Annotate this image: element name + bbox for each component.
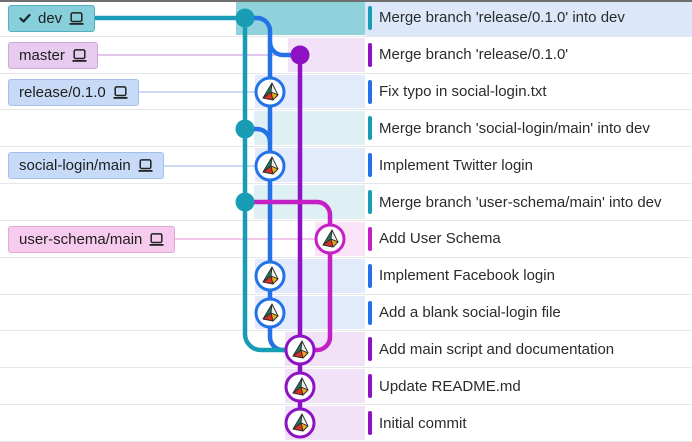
commit-node-dot[interactable] [235,119,255,139]
branch-label-dev[interactable]: dev [8,5,96,32]
commit-node-avatar[interactable] [284,407,316,439]
commit-message: Implement Facebook login [379,267,555,285]
commit-message: Merge branch 'release/0.1.0' into dev [379,9,625,27]
commit-message-cell[interactable]: Initial commit [365,405,692,441]
commit-color-bar [368,226,372,251]
commit-row[interactable]: Update README.md [0,368,692,406]
commit-message-cell[interactable]: Add main script and documentation [365,331,692,367]
commit-color-bar [368,153,372,178]
commit-color-bar [368,337,372,362]
computer-icon [69,12,84,25]
commit-node-avatar[interactable] [254,260,286,292]
commit-color-bar [368,5,372,30]
branch-label-release[interactable]: release/0.1.0 [8,79,139,106]
commit-message-cell[interactable]: Merge branch 'social-login/main' into de… [365,110,692,146]
branch-label-text: user-schema/main [19,231,143,248]
panel-top-border [0,0,692,2]
branch-color-band [254,185,365,219]
commit-node-avatar[interactable] [254,150,286,182]
commit-message-cell[interactable]: Merge branch 'release/0.1.0' [365,37,692,73]
branch-color-band [254,111,365,146]
commit-node-dot[interactable] [235,8,255,28]
commit-row[interactable]: Merge branch 'user-schema/main' into dev [0,184,692,221]
commit-message: Add a blank social-login file [379,304,561,322]
commit-node-avatar[interactable] [284,371,316,403]
commit-color-bar [368,374,372,399]
commit-message: Implement Twitter login [379,156,533,174]
commit-color-bar [368,263,372,288]
computer-icon [72,49,87,62]
branch-label-text: release/0.1.0 [19,84,106,101]
commit-message: Initial commit [379,414,467,432]
computer-icon [138,159,153,172]
branch-label-text: dev [38,10,63,27]
commit-message: Add main script and documentation [379,340,615,358]
commit-message: Merge branch 'release/0.1.0' [379,46,569,64]
commit-node-avatar[interactable] [254,76,286,108]
commit-row[interactable]: Merge branch 'social-login/main' into de… [0,110,692,148]
commit-row[interactable]: Add a blank social-login file [0,295,692,332]
commit-message-cell[interactable]: Implement Facebook login [365,258,692,294]
commit-node-dot[interactable] [290,45,310,65]
commit-node-dot[interactable] [235,192,255,212]
branch-label-text: master [19,47,65,64]
commit-message-cell[interactable]: Fix typo in social-login.txt [365,74,692,110]
commit-message: Update README.md [379,377,521,395]
branch-label-user-schema[interactable]: user-schema/main [8,226,176,253]
commit-color-bar [368,190,372,215]
commit-message-cell[interactable]: Update README.md [365,368,692,404]
commit-message: Merge branch 'social-login/main' into de… [379,119,650,137]
commit-message-cell[interactable]: Add a blank social-login file [365,295,692,331]
commit-message: Merge branch 'user-schema/main' into dev [379,193,662,211]
commit-message: Fix typo in social-login.txt [379,83,547,101]
commit-row[interactable]: Merge branch 'release/0.1.0' [0,37,692,74]
commit-row[interactable]: Add main script and documentation [0,331,692,369]
branch-label-text: social-login/main [19,157,131,174]
computer-icon [113,86,128,99]
commit-row[interactable]: Merge branch 'release/0.1.0' into dev [0,0,692,37]
commit-color-bar [368,411,372,436]
commit-row[interactable]: Implement Facebook login [0,258,692,295]
commit-message-cell[interactable]: Add User Schema [365,221,692,257]
branch-label-master[interactable]: master [8,42,98,69]
branch-color-band [236,1,365,35]
branch-label-social-login[interactable]: social-login/main [8,152,164,179]
commit-message-cell[interactable]: Merge branch 'user-schema/main' into dev [365,184,692,220]
checkmark-icon [19,13,31,23]
commit-color-bar [368,300,372,325]
computer-icon [149,233,164,246]
commit-message: Add User Schema [379,230,501,248]
commit-message-cell[interactable]: Merge branch 'release/0.1.0' into dev [365,0,692,36]
commit-color-bar [368,42,372,67]
commit-node-avatar[interactable] [284,334,316,366]
commit-node-avatar[interactable] [314,223,346,255]
commit-row[interactable]: Initial commit [0,405,692,442]
commit-color-bar [368,116,372,141]
commit-message-cell[interactable]: Implement Twitter login [365,147,692,183]
commit-color-bar [368,79,372,104]
commit-node-avatar[interactable] [254,297,286,329]
